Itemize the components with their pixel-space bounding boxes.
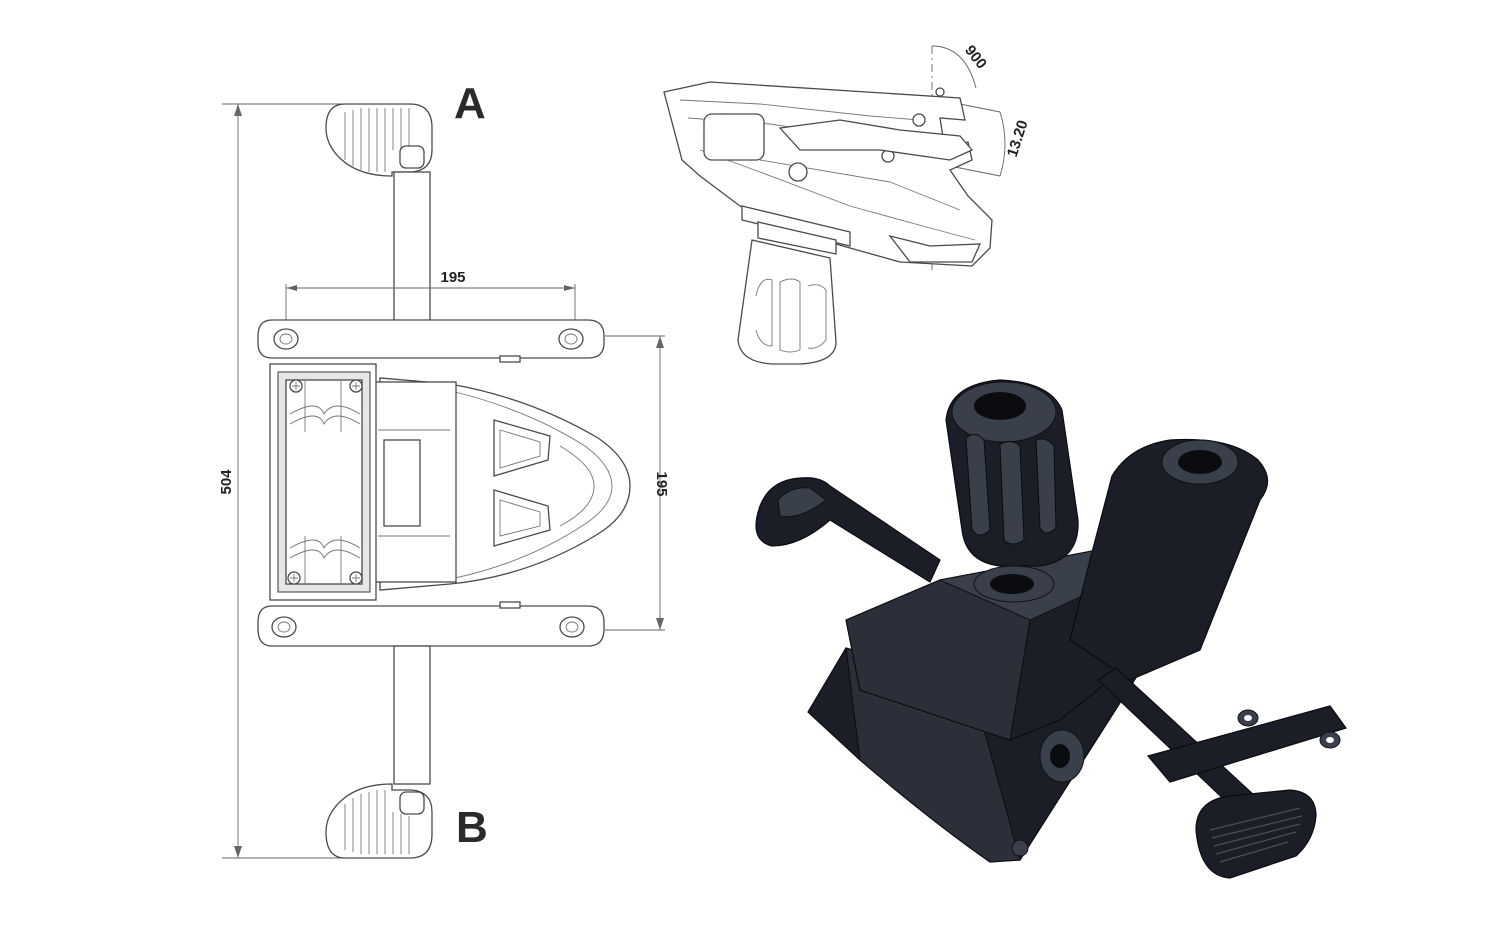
product-render [755, 379, 1347, 879]
top-view-drawing: A B 504 195 195 [218, 79, 670, 859]
dim-tilt-limit: 13.20 [1004, 118, 1032, 159]
dim-tilt-angle: 900 [961, 42, 990, 72]
dim-overall-length: 504 [218, 469, 235, 495]
dim-hole-spacing-top: 195 [440, 269, 465, 286]
housing-screws [287, 379, 363, 585]
label-a: A [454, 79, 486, 128]
side-view-drawing: 900 13.20 [663, 42, 1032, 365]
side-gas-cylinder-cap [737, 239, 837, 365]
paddle-b [325, 783, 433, 859]
upper-rod [393, 171, 431, 323]
paddle-a [325, 103, 433, 177]
overall-length-dimension [222, 103, 350, 859]
top-mounting-bar [257, 319, 605, 363]
mechanism-body [269, 363, 631, 601]
lower-rod [393, 645, 431, 785]
render-left-lever [755, 477, 941, 583]
dim-hole-spacing-side: 195 [653, 471, 670, 496]
render-mounting-bar [1146, 705, 1347, 783]
bottom-mounting-bar [257, 601, 605, 647]
render-front-paddle [1195, 789, 1317, 879]
label-b: B [456, 803, 488, 852]
side-hole-spacing-dimension [605, 335, 665, 631]
top-hole-spacing-dimension [285, 284, 576, 330]
render-right-arm [1069, 438, 1269, 681]
